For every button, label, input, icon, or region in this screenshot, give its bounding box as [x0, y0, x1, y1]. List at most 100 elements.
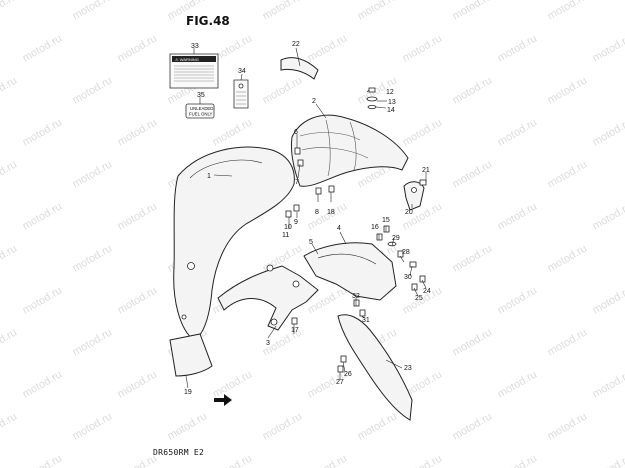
- watermark-text: motod.ru: [591, 116, 625, 148]
- callout-27: 27: [336, 379, 344, 386]
- leader-lines: [185, 47, 427, 389]
- watermark-text: motod.ru: [451, 158, 495, 190]
- watermark-text: motod.ru: [0, 74, 19, 106]
- bolt-7: [297, 159, 304, 167]
- fuel-label-part: UNLEADED FUEL ONLY: [185, 103, 215, 119]
- callout-1: 1: [207, 173, 211, 180]
- callout-28: 28: [402, 249, 410, 256]
- watermark-text: motod.ru: [496, 368, 540, 400]
- watermark-text: motod.ru: [21, 116, 65, 148]
- front-fender-grommet: [187, 262, 195, 270]
- callout-8: 8: [315, 209, 319, 216]
- watermark-text: motod.ru: [401, 32, 445, 64]
- watermark-text: motod.ru: [496, 32, 540, 64]
- watermark-text: motod.ru: [356, 410, 400, 442]
- warning-label-part: ⚠ WARNING: [169, 53, 219, 89]
- callout-30: 30: [404, 274, 412, 281]
- callout-31: 31: [362, 317, 370, 324]
- watermark-text: motod.ru: [591, 32, 625, 64]
- watermark-text: motod.ru: [21, 452, 65, 468]
- small-flap-part: [169, 333, 213, 377]
- rear-fender-ribs: [299, 119, 369, 177]
- bolt-31: [359, 309, 366, 317]
- callout-6: 6: [294, 129, 298, 136]
- watermark-text: motod.ru: [401, 452, 445, 468]
- bolt-24: [419, 275, 426, 283]
- mud-flap-part: [337, 314, 413, 421]
- nut-30: [409, 261, 417, 268]
- watermark-text: motod.ru: [116, 200, 160, 232]
- watermark-text: motod.ru: [0, 410, 19, 442]
- washer-14: [367, 105, 377, 110]
- watermark-text: motod.ru: [21, 368, 65, 400]
- watermark-text: motod.ru: [451, 74, 495, 106]
- watermark-text: motod.ru: [0, 242, 19, 274]
- watermark-text: motod.ru: [211, 452, 255, 468]
- callout-32: 32: [352, 293, 360, 300]
- watermark-text: motod.ru: [451, 0, 495, 23]
- watermark-text: motod.ru: [496, 200, 540, 232]
- watermark-text: motod.ru: [21, 200, 65, 232]
- callout-4: 4: [337, 225, 341, 232]
- watermark-text: motod.ru: [0, 0, 19, 23]
- small-shield-part: [280, 57, 319, 80]
- bolt-17: [291, 317, 298, 325]
- rear-fender-part: [291, 114, 409, 187]
- watermark-text: motod.ru: [591, 200, 625, 232]
- bracket-bolt-holes: [266, 264, 300, 326]
- callout-19: 19: [184, 389, 192, 396]
- callout-14: 14: [387, 107, 395, 114]
- watermark-text: motod.ru: [496, 116, 540, 148]
- arrow-mark: [214, 394, 232, 406]
- model-code: DR650RM E2: [153, 448, 205, 457]
- callout-21: 21: [422, 167, 430, 174]
- callout-26: 26: [344, 371, 352, 378]
- watermark-text: motod.ru: [21, 284, 65, 316]
- callout-5: 5: [309, 239, 313, 246]
- bolt-9: [293, 204, 300, 212]
- watermark-text: motod.ru: [21, 32, 65, 64]
- watermark-text: motod.ru: [71, 158, 115, 190]
- callout-2: 2: [312, 98, 316, 105]
- bolt-16: [376, 233, 383, 241]
- bolt-10: [285, 210, 292, 218]
- watermark-text: motod.ru: [116, 32, 160, 64]
- callout-29: 29: [392, 235, 400, 242]
- bolt-26: [340, 355, 347, 363]
- watermark-text: motod.ru: [116, 284, 160, 316]
- callout-11: 11: [282, 232, 289, 239]
- watermark-text: motod.ru: [306, 32, 350, 64]
- callout-22: 22: [292, 41, 300, 48]
- callout-23: 23: [404, 365, 412, 372]
- bolt-27: [337, 365, 344, 373]
- watermark-text: motod.ru: [166, 0, 210, 23]
- callout-18: 18: [327, 209, 335, 216]
- fuel-label-line2: FUEL ONLY: [189, 112, 213, 117]
- watermark-text: motod.ru: [451, 326, 495, 358]
- watermark-text: motod.ru: [546, 410, 590, 442]
- bolt-21: [419, 179, 427, 186]
- watermark-text: motod.ru: [116, 368, 160, 400]
- bolt-12: [368, 87, 376, 93]
- front-fender-part: [173, 146, 295, 341]
- callout-3: 3: [266, 340, 270, 347]
- tag-part: [233, 79, 249, 109]
- callout-10: 10: [284, 224, 292, 231]
- inner-fender-part: [303, 242, 397, 301]
- callout-12: 12: [386, 89, 394, 96]
- washer-13: [366, 96, 378, 102]
- watermark-text: motod.ru: [591, 284, 625, 316]
- watermark-text: motod.ru: [496, 284, 540, 316]
- watermark-text: motod.ru: [261, 74, 305, 106]
- watermark-text: motod.ru: [306, 200, 350, 232]
- callout-15: 15: [382, 217, 390, 224]
- watermark-text: motod.ru: [451, 242, 495, 274]
- watermark-text: motod.ru: [211, 368, 255, 400]
- watermark-text: motod.ru: [591, 452, 625, 468]
- watermark-text: motod.ru: [71, 74, 115, 106]
- watermark-text: motod.ru: [71, 0, 115, 23]
- watermark-text: motod.ru: [401, 200, 445, 232]
- bolt-25: [411, 283, 418, 291]
- callout-9: 9: [294, 219, 298, 226]
